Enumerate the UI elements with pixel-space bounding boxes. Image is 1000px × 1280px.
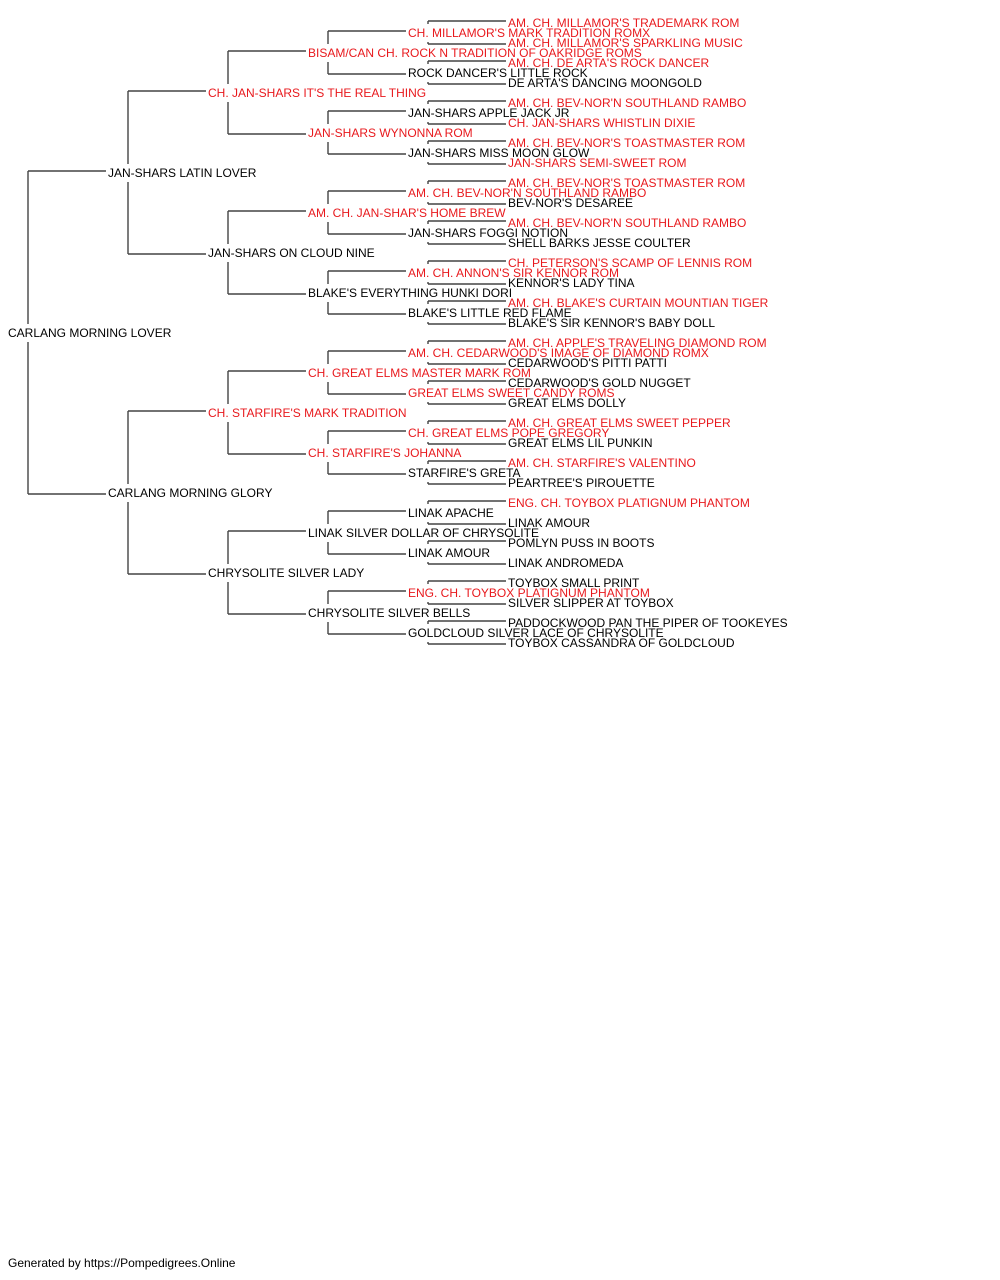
- pedigree-connectors: [27, 20, 506, 645]
- ancestor-name-gen4: GREAT ELMS SWEET CANDY ROMS: [408, 386, 614, 400]
- ancestor-name-gen3: LINAK SILVER DOLLAR OF CHRYSOLITE: [308, 526, 539, 540]
- ancestor-name-gen4: JAN-SHARS APPLE JACK JR: [408, 106, 570, 120]
- ancestor-name-gen5: LINAK ANDROMEDA: [508, 556, 623, 570]
- ancestor-name-gen3: AM. CH. JAN-SHAR'S HOME BREW: [308, 206, 506, 220]
- ancestor-name-gen5: AM. CH. STARFIRE'S VALENTINO: [508, 456, 696, 470]
- ancestor-name-gen5: SILVER SLIPPER AT TOYBOX: [508, 596, 674, 610]
- ancestor-name-gen5: TOYBOX SMALL PRINT: [508, 576, 640, 590]
- ancestor-name-gen4: LINAK APACHE: [408, 506, 494, 520]
- ancestor-name-gen5: DE ARTA'S DANCING MOONGOLD: [508, 76, 702, 90]
- ancestor-name-gen5: GREAT ELMS LIL PUNKIN: [508, 436, 653, 450]
- ancestor-name-gen3: JAN-SHARS WYNONNA ROM: [308, 126, 473, 140]
- ancestor-name-gen5: LINAK AMOUR: [508, 516, 590, 530]
- ancestor-name-gen4: JAN-SHARS FOGGI NOTION: [408, 226, 568, 240]
- ancestor-name-gen5: AM. CH. BEV-NOR'N SOUTHLAND RAMBO: [508, 216, 746, 230]
- ancestor-name-gen5: POMLYN PUSS IN BOOTS: [508, 536, 654, 550]
- ancestor-name-gen5: CEDARWOOD'S PITTI PATTI: [508, 356, 667, 370]
- ancestor-name-gen4: GOLDCLOUD SILVER LACE OF CHRYSOLITE: [408, 626, 664, 640]
- ancestor-name-gen5: JAN-SHARS SEMI-SWEET ROM: [508, 156, 686, 170]
- ancestor-name-gen5: AM. CH. BLAKE'S CURTAIN MOUNTIAN TIGER: [508, 296, 769, 310]
- ancestor-name-gen5: CEDARWOOD'S GOLD NUGGET: [508, 376, 691, 390]
- ancestor-name-gen5: AM. CH. BEV-NOR'S TOASTMASTER ROM: [508, 136, 745, 150]
- ancestor-name-gen4: ROCK DANCER'S LITTLE ROCK: [408, 66, 588, 80]
- ancestor-name-gen1: CARLANG MORNING GLORY: [108, 486, 272, 500]
- ancestor-name-gen4: CH. GREAT ELMS POPE GREGORY: [408, 426, 609, 440]
- ancestor-name-gen4: LINAK AMOUR: [408, 546, 490, 560]
- ancestor-name-gen5: AM. CH. BEV-NOR'N SOUTHLAND RAMBO: [508, 96, 746, 110]
- ancestor-name-gen5: ENG. CH. TOYBOX PLATIGNUM PHANTOM: [508, 496, 750, 510]
- ancestor-name-gen5: BEV-NOR'S DESAREE: [508, 196, 633, 210]
- ancestor-name-gen3: BISAM/CAN CH. ROCK N TRADITION OF OAKRID…: [308, 46, 642, 60]
- ancestor-name-gen5: CH. PETERSON'S SCAMP OF LENNIS ROM: [508, 256, 752, 270]
- ancestor-name-gen5: AM. CH. DE ARTA'S ROCK DANCER: [508, 56, 710, 70]
- ancestor-name-gen2: CHRYSOLITE SILVER LADY: [208, 566, 364, 580]
- ancestor-name-gen4: CH. MILLAMOR'S MARK TRADITION ROMX: [408, 26, 650, 40]
- pedigree-names: CARLANG MORNING LOVER JAN-SHARS LATIN LOV…: [8, 16, 788, 650]
- ancestor-name-gen4: JAN-SHARS MISS MOON GLOW: [408, 146, 590, 160]
- ancestor-name-gen5: AM. CH. MILLAMOR'S TRADEMARK ROM: [508, 16, 739, 30]
- ancestor-name-gen4: BLAKE'S LITTLE RED FLAME: [408, 306, 572, 320]
- ancestor-name-gen4: ENG. CH. TOYBOX PLATIGNUM PHANTOM: [408, 586, 650, 600]
- ancestor-name-gen4: STARFIRE'S GRETA: [408, 466, 521, 480]
- ancestor-name-gen5: BLAKE'S SIR KENNOR'S BABY DOLL: [508, 316, 715, 330]
- ancestor-name-gen4: AM. CH. ANNON'S SIR KENNOR ROM: [408, 266, 619, 280]
- ancestor-name-gen5: GREAT ELMS DOLLY: [508, 396, 626, 410]
- ancestor-name-gen5: AM. CH. BEV-NOR'S TOASTMASTER ROM: [508, 176, 745, 190]
- ancestor-name-gen5: AM. CH. GREAT ELMS SWEET PEPPER: [508, 416, 731, 430]
- ancestor-name-gen1: JAN-SHARS LATIN LOVER: [108, 166, 257, 180]
- ancestor-name-gen3: BLAKE'S EVERYTHING HUNKI DORI: [308, 286, 512, 300]
- ancestor-name-gen2: CH. STARFIRE'S MARK TRADITION: [208, 406, 407, 420]
- ancestor-name-gen5: KENNOR'S LADY TINA: [508, 276, 635, 290]
- ancestor-name-gen5: CH. JAN-SHARS WHISTLIN DIXIE: [508, 116, 695, 130]
- ancestor-name-gen4: AM. CH. BEV-NOR'N SOUTHLAND RAMBO: [408, 186, 646, 200]
- ancestor-name-gen5: PADDOCKWOOD PAN THE PIPER OF TOOKEYES: [508, 616, 788, 630]
- ancestor-name-gen3: CH. GREAT ELMS MASTER MARK ROM: [308, 366, 531, 380]
- ancestor-name-gen5: TOYBOX CASSANDRA OF GOLDCLOUD: [508, 636, 735, 650]
- ancestor-name-gen2: CH. JAN-SHARS IT'S THE REAL THING: [208, 86, 426, 100]
- ancestor-name-gen5: SHELL BARKS JESSE COULTER: [508, 236, 691, 250]
- subject-name: CARLANG MORNING LOVER: [8, 326, 172, 340]
- ancestor-name-gen5: AM. CH. APPLE'S TRAVELING DIAMOND ROM: [508, 336, 767, 350]
- ancestor-name-gen2: JAN-SHARS ON CLOUD NINE: [208, 246, 375, 260]
- ancestor-name-gen5: AM. CH. MILLAMOR'S SPARKLING MUSIC: [508, 36, 743, 50]
- ancestor-name-gen4: AM. CH. CEDARWOOD'S IMAGE OF DIAMOND ROM…: [408, 346, 709, 360]
- ancestor-name-gen3: CHRYSOLITE SILVER BELLS: [308, 606, 470, 620]
- ancestor-name-gen5: PEARTREE'S PIROUETTE: [508, 476, 655, 490]
- ancestor-name-gen3: CH. STARFIRE'S JOHANNA: [308, 446, 461, 460]
- generated-by-footer: Generated by https://Pompedigrees.Online: [8, 1256, 236, 1270]
